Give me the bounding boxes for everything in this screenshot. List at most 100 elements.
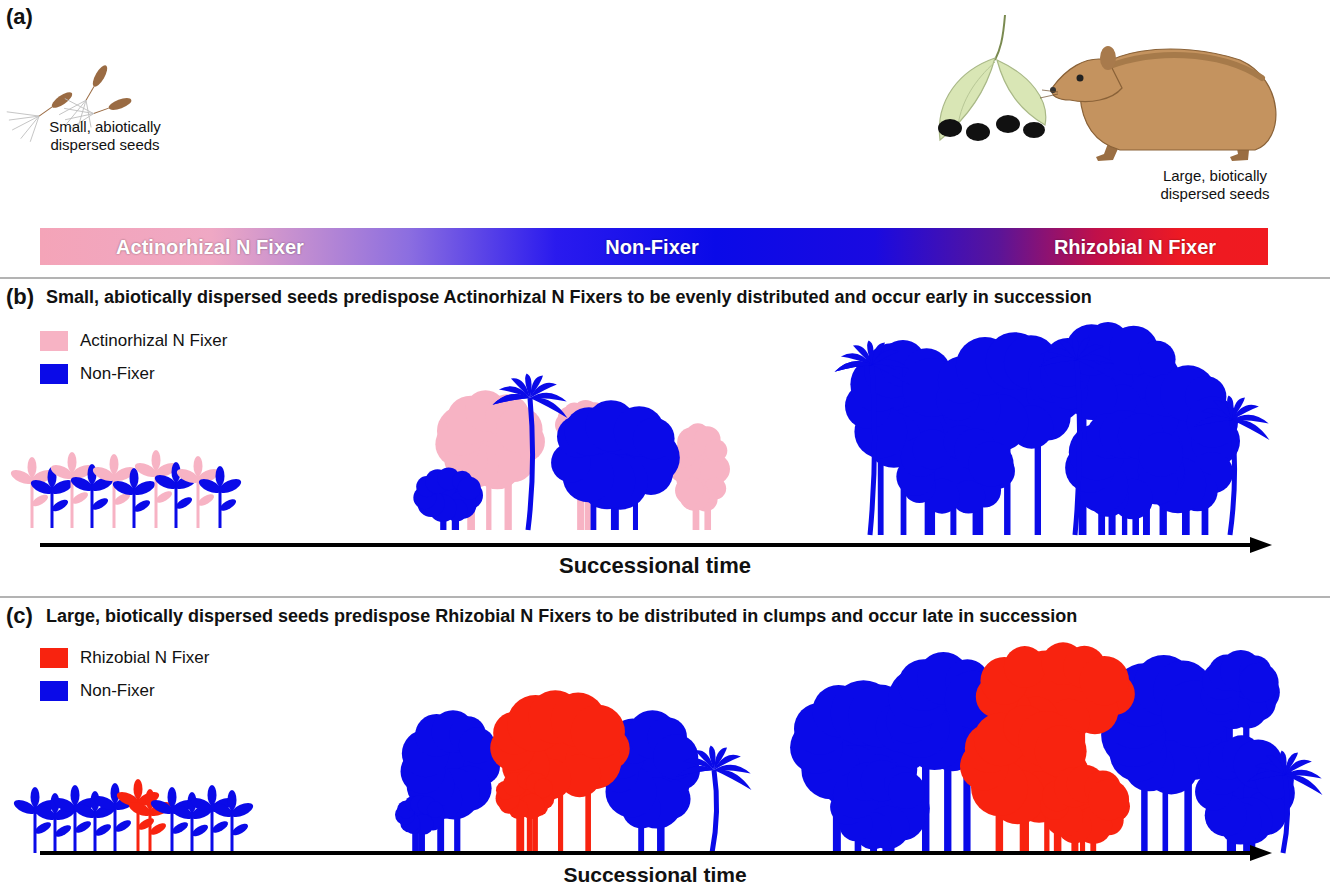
- seed-part: [94, 108, 109, 113]
- tree: [670, 423, 730, 530]
- seedling-part: [68, 452, 77, 472]
- time-arrow-part: [1250, 845, 1272, 861]
- time-arrow-part: [1250, 537, 1272, 553]
- palm-tree-part: [1077, 360, 1114, 380]
- seed-part: [21, 116, 48, 142]
- tree-part: [633, 418, 675, 460]
- seedling: [127, 789, 173, 853]
- legend-swatch: [40, 648, 68, 668]
- seedling: [9, 457, 55, 528]
- seed-part: [90, 63, 110, 88]
- tree-part: [571, 705, 625, 759]
- tree-part: [534, 779, 553, 798]
- palm-tree-part: [835, 361, 872, 372]
- tree-part: [888, 772, 925, 809]
- seed-part: [39, 107, 52, 116]
- palm-tree-part: [1248, 771, 1285, 782]
- seedling: [92, 783, 138, 853]
- legume-pod-part: [966, 123, 990, 141]
- time-arrow-part: [40, 543, 1252, 547]
- legend-label: Non-Fixer: [80, 681, 155, 701]
- seedling-part: [113, 818, 133, 834]
- seed-part: [107, 96, 133, 113]
- time-arrow-part: [40, 851, 1252, 855]
- palm-tree-part: [1040, 356, 1077, 367]
- legume-pod-part: [1023, 122, 1045, 138]
- tree-part: [427, 802, 443, 818]
- seed-part: [16, 116, 44, 139]
- palm-tree-part: [1283, 775, 1288, 853]
- agouti: [1040, 46, 1276, 161]
- panel-letter: (a): [6, 4, 33, 30]
- palm-tree: [835, 340, 910, 535]
- legume-pod-part: [995, 15, 1005, 60]
- band-label: Non-Fixer: [605, 235, 698, 259]
- palm-tree-part: [1285, 775, 1322, 795]
- tree: [496, 770, 555, 853]
- palm-tree-part: [530, 398, 567, 418]
- tree-part: [459, 727, 495, 763]
- palm-tree-part: [493, 394, 530, 405]
- palm-tree-part: [528, 398, 533, 530]
- seedling-part: [73, 819, 93, 835]
- legume-pod-part: [958, 62, 995, 125]
- seedling-part: [208, 785, 217, 805]
- legume-pod-part: [938, 119, 962, 137]
- tree: [551, 400, 680, 530]
- palm-tree-part: [714, 770, 751, 790]
- tree: [413, 468, 483, 530]
- seed: [2, 75, 81, 146]
- palm-tree-part: [1195, 416, 1232, 427]
- tree-part: [1088, 779, 1129, 820]
- agouti-part: [1042, 90, 1058, 92]
- panel-heading: Large, biotically dispersed seeds predis…: [46, 606, 1077, 628]
- tree-part: [1239, 663, 1279, 703]
- tree: [830, 760, 930, 853]
- seedling-part: [152, 450, 161, 470]
- seedling: [49, 452, 95, 528]
- palm-tree-part: [677, 766, 714, 777]
- seed-caption: Large, biotically dispersed seeds: [1145, 167, 1285, 203]
- legume-pod-part: [996, 115, 1020, 133]
- seedling-part: [154, 489, 174, 505]
- legume-pod: [938, 15, 1046, 141]
- palm-tree-part: [493, 394, 530, 405]
- seedling: [209, 790, 255, 853]
- forest-illustration: [9, 322, 1323, 853]
- legend-swatch: [40, 681, 68, 701]
- tree-part: [458, 477, 481, 500]
- seed-part: [7, 98, 39, 130]
- tree: [401, 710, 500, 853]
- seedling-part: [130, 468, 139, 488]
- tree: [1040, 322, 1179, 535]
- axis-label: Successional time: [559, 553, 751, 579]
- band-label: Actinorhizal N Fixer: [116, 235, 304, 259]
- tree-part: [496, 407, 542, 453]
- legend-label: Rhizobial N Fixer: [80, 648, 209, 668]
- agouti-part: [1040, 94, 1058, 98]
- seedling: [12, 787, 58, 853]
- seedling-part: [218, 497, 238, 513]
- seedling-part: [50, 498, 70, 514]
- palm-tree-part: [677, 766, 714, 777]
- seedling: [52, 785, 98, 853]
- seedling: [133, 450, 179, 528]
- seedling-part: [170, 820, 190, 836]
- palm-tree: [1248, 750, 1323, 853]
- tree-part: [968, 441, 1013, 486]
- seedling-part: [168, 787, 177, 807]
- agouti-part: [1050, 87, 1056, 93]
- seedling-part: [210, 819, 230, 835]
- tree-part: [1004, 646, 1046, 688]
- panel-letter: (c): [6, 603, 33, 629]
- legend-swatch: [40, 331, 68, 351]
- panel-divider-part: [0, 596, 1330, 598]
- panel-letter: (b): [6, 284, 34, 310]
- seed-caption: Small, abiotically dispersed seeds: [35, 118, 175, 154]
- tree-part: [705, 439, 727, 461]
- seedling-part: [196, 492, 216, 508]
- tree: [1065, 410, 1184, 535]
- seedling-part: [134, 779, 143, 799]
- agouti-part: [1077, 75, 1084, 82]
- seedling-part: [71, 785, 80, 805]
